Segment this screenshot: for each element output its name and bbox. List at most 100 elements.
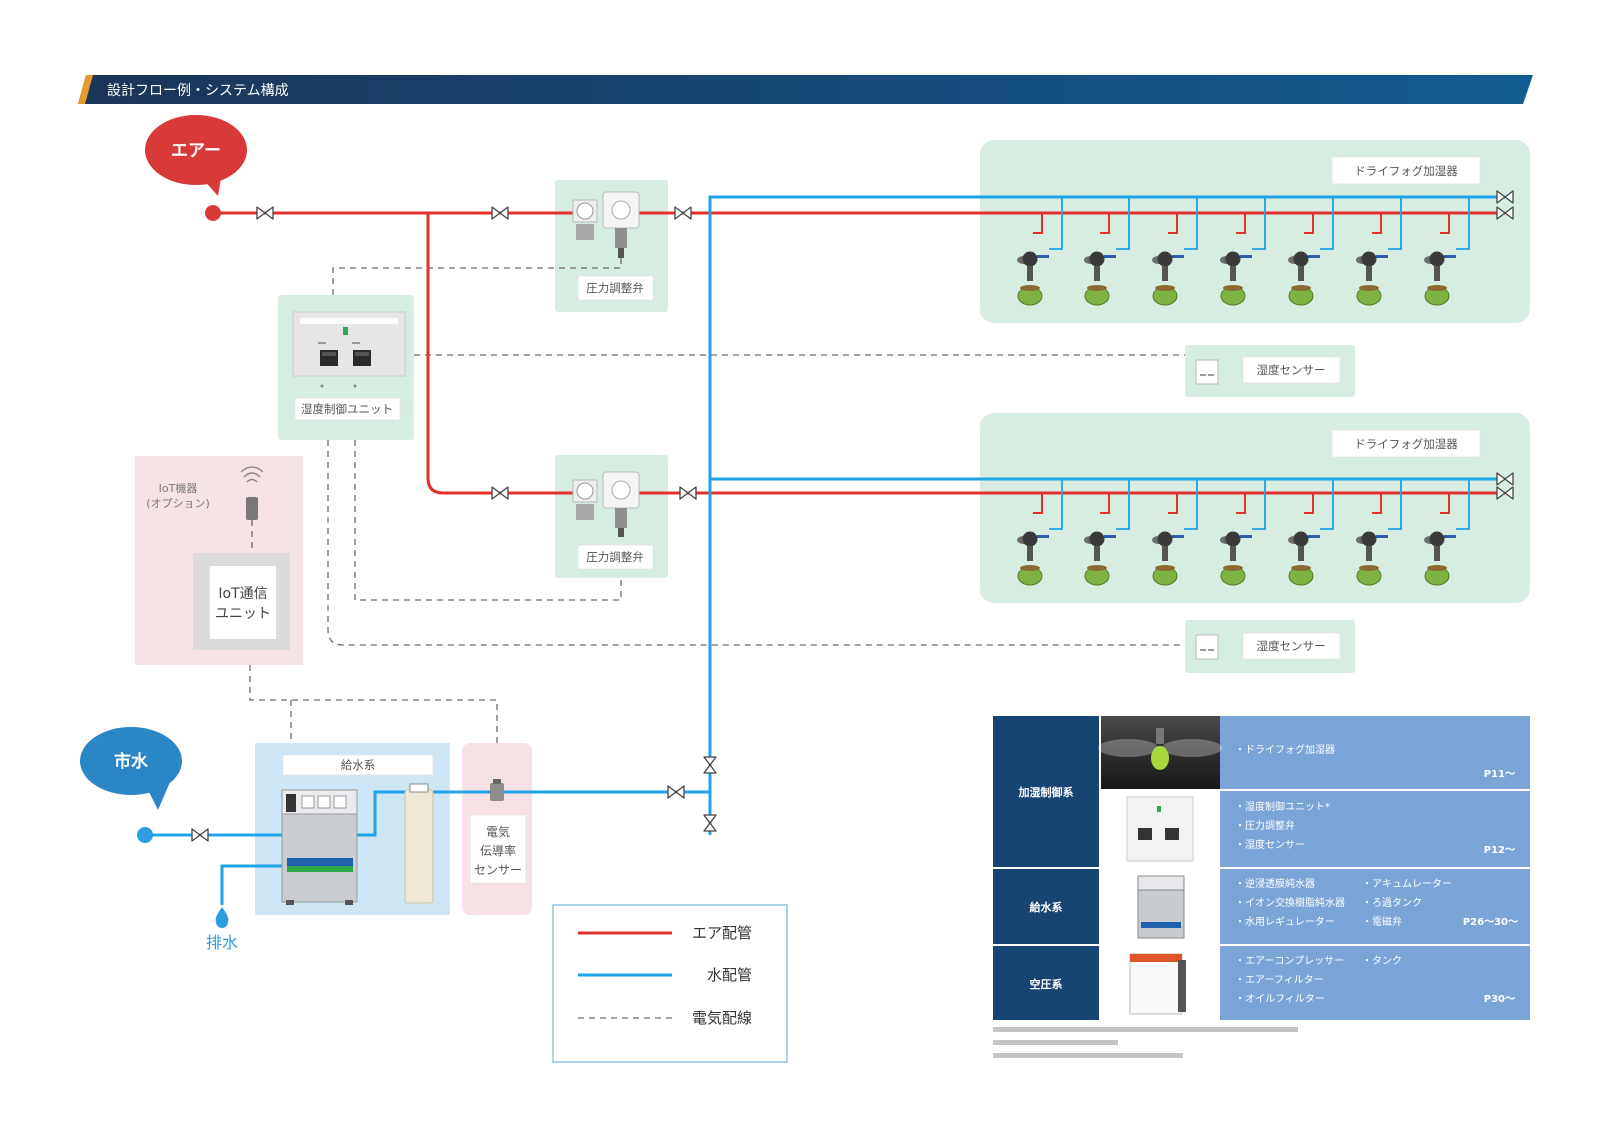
valve-icon xyxy=(703,756,717,774)
nozzle-stem xyxy=(1366,266,1372,281)
humidity-sensor-icon xyxy=(1195,359,1219,385)
nozzle-air-branch xyxy=(1100,493,1110,514)
nozzle-head xyxy=(1089,531,1105,547)
sensor-label-box xyxy=(1242,632,1341,660)
nozzle-water-inlet xyxy=(1104,255,1116,258)
nozzle-air-branch xyxy=(1168,493,1178,514)
nozzle-stem xyxy=(1094,266,1100,281)
iot-title: IoT機器 xyxy=(159,481,198,495)
nozzle-water-branch xyxy=(1184,197,1198,250)
nozzle-stem xyxy=(1230,266,1236,281)
dry-fog-area-top xyxy=(980,140,1530,323)
water-piping xyxy=(145,195,1505,905)
dry-fog-label-box xyxy=(1331,429,1481,458)
valve-icon xyxy=(491,486,509,500)
water-inlet-point xyxy=(137,827,153,843)
water-system: 給水系 xyxy=(281,754,434,905)
nozzle-air-branch xyxy=(1304,493,1314,514)
page-title: 設計フロー例・システム構成 xyxy=(107,83,289,99)
nozzle-air-branch xyxy=(1100,213,1110,234)
water-purifier-icon xyxy=(281,789,358,905)
fog-pot-rim xyxy=(1155,565,1175,571)
dry-fog-nozzle-icon xyxy=(1084,479,1130,586)
nozzle-stem xyxy=(1027,546,1033,561)
nozzle-head xyxy=(1089,251,1105,267)
air-source-bubble: エアー xyxy=(145,115,247,196)
nozzle-water-inlet xyxy=(1308,535,1320,538)
header-accent xyxy=(78,75,93,104)
city-water-bubble: 市水 xyxy=(80,727,182,810)
dry-fog-nozzle-icon xyxy=(1084,197,1130,306)
air-pipe-branch xyxy=(426,213,575,495)
conductivity-label: センサー xyxy=(474,863,522,877)
dry-fog-nozzle-icon xyxy=(1220,197,1266,306)
table-item: ・エアーコンプレッサー xyxy=(1235,955,1344,967)
header-background xyxy=(78,75,1533,104)
nozzle-head xyxy=(1022,251,1038,267)
conductivity-label: 伝導率 xyxy=(480,843,516,858)
conductivity-label: 電気 xyxy=(486,824,510,839)
city-water-label: 市水 xyxy=(114,751,149,772)
valve-icon xyxy=(191,828,209,842)
fog-pot-rim xyxy=(1020,285,1040,291)
nozzle-water-branch xyxy=(1320,479,1334,530)
dry-fog-nozzle-icon xyxy=(1424,197,1470,306)
fog-pot-rim xyxy=(1020,565,1040,571)
table-item: ・オイルフィルター xyxy=(1235,993,1325,1005)
nozzle-water-inlet xyxy=(1444,255,1456,258)
nozzle-stem xyxy=(1366,546,1372,561)
valve-icon xyxy=(491,206,509,220)
iot-gateway-device xyxy=(246,497,258,520)
iot-option: IoT機器 (オプション) IoT通信 ユニット xyxy=(146,466,290,650)
dry-fog-nozzle-icon xyxy=(1356,479,1402,586)
valve-icon xyxy=(679,486,697,500)
table-page-ref: P26〜30〜 xyxy=(1463,917,1518,928)
fog-pot-rim xyxy=(1291,285,1311,291)
nozzle-water-inlet xyxy=(1172,535,1184,538)
nozzle-stem xyxy=(1434,266,1440,281)
drain-label: 排水 xyxy=(206,933,238,952)
fog-pot-rim xyxy=(1427,565,1447,571)
nozzle-stem xyxy=(1230,546,1236,561)
fog-pot-rim xyxy=(1427,285,1447,291)
table-item: ・イオン交換樹脂純水器 xyxy=(1235,896,1345,909)
dry-fog-nozzle-icon xyxy=(1356,197,1402,306)
wire-iot-to-conductivity xyxy=(249,665,498,779)
pressure-regulator-icon xyxy=(572,471,640,537)
nozzle-head xyxy=(1293,251,1309,267)
bubble-body xyxy=(80,727,182,795)
dry-fog-nozzle-icon xyxy=(1288,197,1334,306)
table-item: ・タンク xyxy=(1362,955,1402,967)
iot-unit-label: IoT通信 xyxy=(218,586,267,602)
nozzle-water-branch xyxy=(1116,479,1130,530)
nozzle-air-branch xyxy=(1372,493,1382,514)
nozzle-stem xyxy=(1298,546,1304,561)
nozzle-water-inlet xyxy=(1240,535,1252,538)
table-item: ・圧力調整弁 xyxy=(1235,819,1295,832)
table-page-ref: P30〜 xyxy=(1484,994,1515,1005)
dry-fog-nozzle-icon xyxy=(1220,479,1266,586)
control-unit-photo xyxy=(1126,796,1194,862)
nozzle-head xyxy=(1022,531,1038,547)
table-item: ・アキュムレーター xyxy=(1362,878,1452,890)
control-unit-label-box xyxy=(294,397,401,421)
sensor-label: 湿度センサー xyxy=(1257,363,1326,377)
legend-water-label: 水配管 xyxy=(707,966,752,984)
dry-fog-nozzle-icon xyxy=(1424,479,1470,586)
nozzle-water-inlet xyxy=(1376,255,1388,258)
nozzle-water-branch xyxy=(1252,197,1266,250)
nozzle-air-branch xyxy=(1033,213,1043,234)
legend-box xyxy=(552,904,788,1063)
nozzle-head xyxy=(1429,531,1445,547)
fog-pot-rim xyxy=(1155,285,1175,291)
table-group-label: 空圧系 xyxy=(1030,977,1063,991)
drain: 排水 xyxy=(206,907,238,952)
fog-pot-rim xyxy=(1291,565,1311,571)
air-label: エアー xyxy=(171,141,221,161)
humidity-sensor-bottom: 湿度センサー xyxy=(1195,632,1341,660)
fog-pot-rim xyxy=(1087,285,1107,291)
table-item: ・ドライフォグ加湿器 xyxy=(1235,743,1335,756)
table-page-ref: P11〜 xyxy=(1484,769,1515,780)
footnote-line xyxy=(993,1053,1183,1058)
nozzle-stem xyxy=(1162,266,1168,281)
